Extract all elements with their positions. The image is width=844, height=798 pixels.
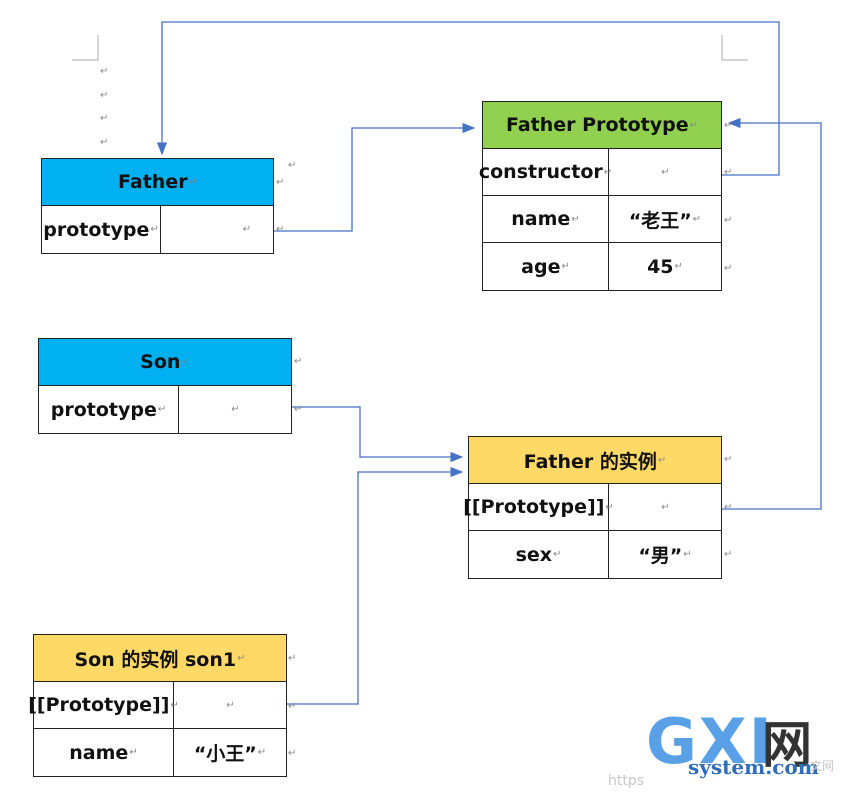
paragraph-mark: ↵ <box>288 653 297 664</box>
paragraph-mark: ↵ <box>288 701 297 712</box>
paragraph-mark: ↵ <box>724 215 733 226</box>
instance-prototype-key: [[Prototype]]↵ <box>463 484 614 530</box>
paragraph-mark: ↵ <box>294 404 303 415</box>
paragraph-mark: ↵ <box>724 120 733 131</box>
father-box: Father↵ prototype↵ ↵ <box>41 158 274 254</box>
sex-key: sex↵ <box>469 531 609 578</box>
arrow-father-prototype <box>230 122 476 232</box>
father-prototype-header: Father Prototype↵ <box>483 102 721 149</box>
paragraph-mark: ↵ <box>100 137 109 148</box>
crop-mark-left <box>72 35 99 61</box>
paragraph-mark: ↵ <box>100 66 109 77</box>
father-prototype-title: Father Prototype <box>506 114 689 136</box>
arrow-son-prototype <box>257 406 464 463</box>
father-prototype-row-name: name↵ “老王”↵ <box>483 196 721 243</box>
watermark-brand-cn: 网 <box>762 716 812 774</box>
watermark-brand: GXI <box>646 705 774 778</box>
father-instance-title: Father 的实例 <box>523 450 657 473</box>
son-instance-box: Son 的实例 son1↵ [[Prototype]]↵ ↵ name↵ “小王… <box>28 634 287 777</box>
son1-name-value: “小王”↵ <box>193 743 267 765</box>
crop-mark-right <box>721 35 748 61</box>
father-prototype-row-constructor: constructor↵ ↵ <box>479 149 721 196</box>
watermark-domain: system.com <box>688 755 819 779</box>
paragraph-mark: ↵ <box>294 356 303 367</box>
paragraph-mark: ↵ <box>276 224 285 235</box>
father-title: Father <box>118 171 188 193</box>
son-instance-row-name: name↵ “小王”↵ <box>34 729 286 776</box>
paragraph-mark: ↵ <box>100 113 109 124</box>
son-title: Son <box>140 351 181 373</box>
son1-prototype-key: [[Prototype]]↵ <box>28 682 179 728</box>
son-instance-row-prototype: [[Prototype]]↵ ↵ <box>28 682 286 729</box>
name-value: “老王”↵ <box>628 209 702 232</box>
son-header: Son↵ <box>39 339 291 386</box>
paragraph-mark: ↵ <box>288 160 297 171</box>
son-row-prototype: prototype↵ ↵ <box>39 386 291 433</box>
father-row-prototype: prototype↵ ↵ <box>42 206 273 253</box>
son-key: prototype↵ <box>39 386 179 433</box>
father-prototype-box: Father Prototype↵ constructor↵ ↵ name↵ “… <box>479 101 722 291</box>
paragraph-mark: ↵ <box>276 177 285 188</box>
paragraph-mark: ↵ <box>100 90 109 101</box>
watermark-logo: GXI 网 system.com https 文网 <box>608 705 840 795</box>
father-instance-row-prototype: [[Prototype]]↵ ↵ <box>463 484 721 531</box>
son-value: ↵ <box>231 404 240 415</box>
watermark-https: https <box>608 773 645 789</box>
son-box: Son↵ prototype↵ ↵ <box>38 338 292 434</box>
paragraph-mark: ↵ <box>724 167 733 178</box>
son-instance-title: Son 的实例 son1 <box>74 648 237 671</box>
paragraph-mark: ↵ <box>724 549 733 560</box>
constructor-key: constructor↵ <box>479 149 612 195</box>
paragraph-mark: ↵ <box>288 748 297 759</box>
arrow-son1-prototype <box>237 466 464 705</box>
paragraph-mark: ↵ <box>724 454 733 465</box>
arrow-instance-prototype <box>668 117 822 510</box>
paragraph-mark: ↵ <box>724 263 733 274</box>
sex-value: “男”↵ <box>638 545 692 567</box>
father-key: prototype↵ <box>42 206 161 253</box>
father-instance-row-sex: sex↵ “男”↵ <box>469 531 721 578</box>
name-key: name↵ <box>483 196 609 242</box>
father-instance-box: Father 的实例↵ [[Prototype]]↵ ↵ sex↵ “男”↵ <box>463 436 722 579</box>
watermark-suffix: 文网 <box>810 759 835 773</box>
son-instance-header: Son 的实例 son1↵ <box>34 635 286 682</box>
constructor-value: ↵ <box>661 166 670 178</box>
son1-name-key: name↵ <box>34 729 174 776</box>
paragraph-mark: ↵ <box>724 502 733 513</box>
son1-prototype-value: ↵ <box>226 699 235 711</box>
father-prototype-row-age: age↵ 45↵ <box>483 243 721 290</box>
crop-marks <box>72 35 748 61</box>
age-key: age↵ <box>483 243 609 290</box>
instance-prototype-value: ↵ <box>661 501 670 513</box>
father-value: ↵ <box>242 224 252 235</box>
father-header: Father↵ <box>42 159 273 206</box>
age-value: 45↵ <box>647 255 683 278</box>
father-instance-header: Father 的实例↵ <box>469 437 721 484</box>
arrow-constructor-father <box>156 21 780 176</box>
